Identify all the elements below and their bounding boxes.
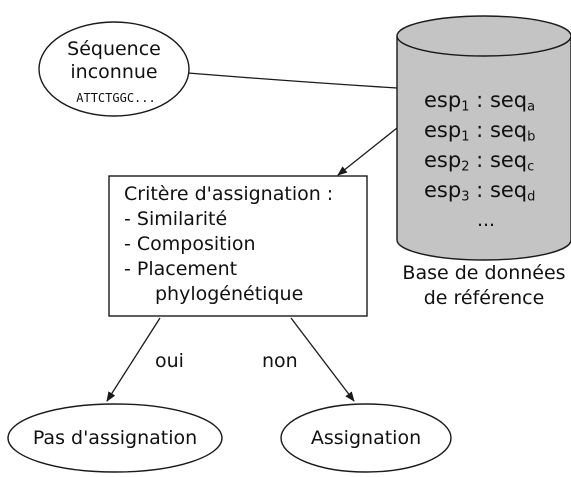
- unknown-sequence-value: ATTCTGGC...: [76, 91, 156, 105]
- database-to-criteria-arrow: [337, 127, 398, 176]
- no-assignment-node: [7, 403, 223, 473]
- database-entry: esp1 : seqb: [424, 118, 536, 145]
- assignment-node: [280, 403, 452, 473]
- unknown-sequence-title-line1: Séquence: [67, 38, 161, 60]
- database-entry: esp2 : seqc: [424, 148, 535, 175]
- criteria-title: Critère d'assignation :: [124, 183, 334, 205]
- database-cylinder: [396, 15, 571, 261]
- criteria-item-continuation: phylogénétique: [155, 283, 304, 305]
- database-caption-line2: de référence: [423, 287, 545, 309]
- yes-branch-label: oui: [155, 350, 184, 372]
- unknown-sequence-node: [38, 21, 190, 117]
- no-branch-arrow: [290, 317, 355, 402]
- criteria-item: - Placement: [124, 258, 238, 280]
- database-entry: esp1 : seqa: [424, 88, 536, 115]
- assignment-label: Assignation: [310, 427, 422, 449]
- no-branch-label: non: [262, 350, 298, 372]
- unknown-sequence-title-line2: inconnue: [70, 61, 158, 83]
- sequence-to-database-connector: [187, 72, 398, 89]
- yes-branch-arrow: [106, 317, 161, 402]
- criteria-item: - Similarité: [124, 208, 228, 230]
- no-assignment-label: Pas d'assignation: [32, 427, 198, 449]
- criteria-item: - Composition: [124, 233, 256, 255]
- database-ellipsis: ...: [476, 209, 496, 231]
- database-caption-line1: Base de données: [402, 262, 566, 284]
- criteria-box: [108, 175, 368, 317]
- database-entry: esp3 : seqd: [424, 178, 536, 205]
